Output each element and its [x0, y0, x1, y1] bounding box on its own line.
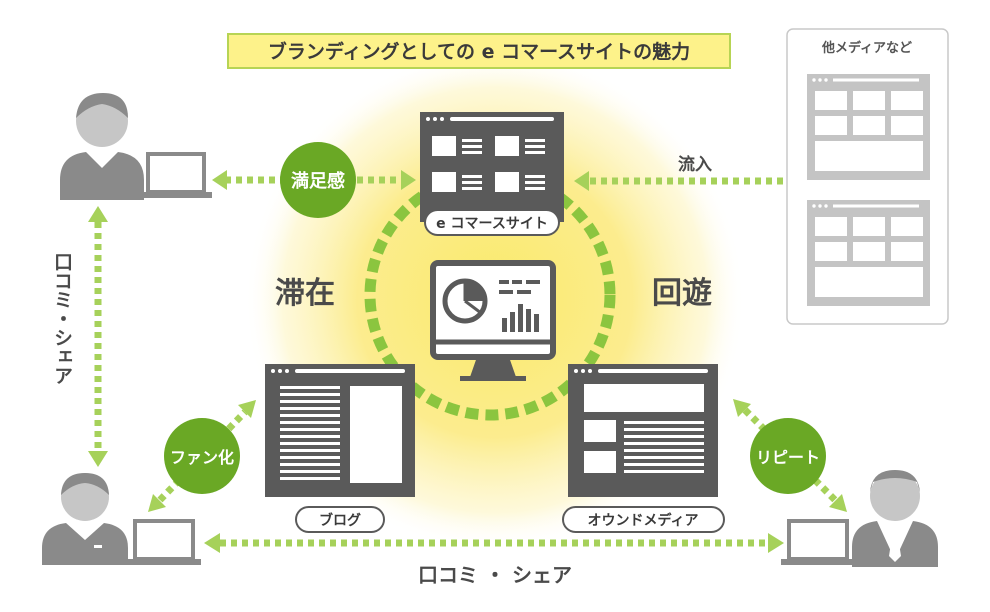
blog-window: ブログ — [265, 364, 415, 533]
other-media-window-1 — [807, 74, 930, 180]
analytics-monitor-icon — [430, 260, 556, 381]
arrowhead-share-right — [768, 533, 784, 553]
owned-media-window: オウンドメディア — [562, 364, 725, 533]
satisfaction-label: 満足感 — [291, 170, 345, 192]
blog-text-lines — [280, 386, 340, 480]
laptop-top-left-icon — [140, 152, 212, 198]
arrowhead-up — [88, 206, 108, 222]
blog-label: ブログ — [319, 512, 361, 529]
fan-label: ファン化 — [170, 448, 234, 467]
user-bottom-left-icon — [42, 473, 128, 565]
arrowhead-left-1 — [212, 170, 227, 190]
other-media-window-2 — [807, 200, 930, 306]
repeat-badge: リピート — [750, 418, 826, 494]
fan-badge: ファン化 — [164, 418, 240, 494]
flow-arrows — [94, 176, 838, 547]
arrowhead-share-left — [204, 533, 220, 553]
arrowhead-down — [88, 451, 108, 467]
circulation-label: 回遊 — [652, 276, 712, 311]
user-bottom-right-icon — [852, 470, 938, 567]
arrowhead-repeat-down — [829, 494, 847, 512]
arrowhead-inflow — [574, 171, 589, 191]
horizontal-share-label: 口コミ ・ シェア — [418, 563, 572, 587]
title-banner: ブランディングとしての e コマースサイトの魅力 — [227, 33, 731, 69]
laptop-bottom-left-icon — [127, 519, 201, 565]
other-media-panel: 他メディアなど — [786, 28, 949, 325]
user-top-left-icon — [60, 93, 144, 200]
fan-arrow — [157, 409, 248, 503]
arrowhead-fan-up — [238, 400, 256, 418]
vertical-share-text: 口コミ・シェア — [51, 252, 73, 385]
page-title: ブランディングとしての e コマースサイトの魅力 — [268, 40, 690, 63]
satisfaction-badge: 満足感 — [280, 142, 356, 218]
inflow-label: 流入 — [678, 154, 712, 175]
ec-site-label: e コマースサイト — [436, 216, 548, 232]
repeat-label: リピート — [756, 448, 820, 467]
arrowhead-fan-down — [148, 494, 166, 512]
vertical-share-label: 口コミ・シェア — [51, 252, 73, 385]
arrow-heads — [88, 170, 847, 553]
other-media-label: 他メディアなど — [821, 40, 912, 56]
ec-site-window: e コマースサイト — [420, 112, 564, 236]
laptop-bottom-right-icon — [781, 519, 855, 565]
owned-media-label: オウンドメディア — [587, 512, 698, 529]
arrowhead-repeat-up — [733, 399, 751, 417]
arrowhead-right-1 — [401, 170, 416, 190]
stay-label: 滞在 — [275, 276, 335, 311]
